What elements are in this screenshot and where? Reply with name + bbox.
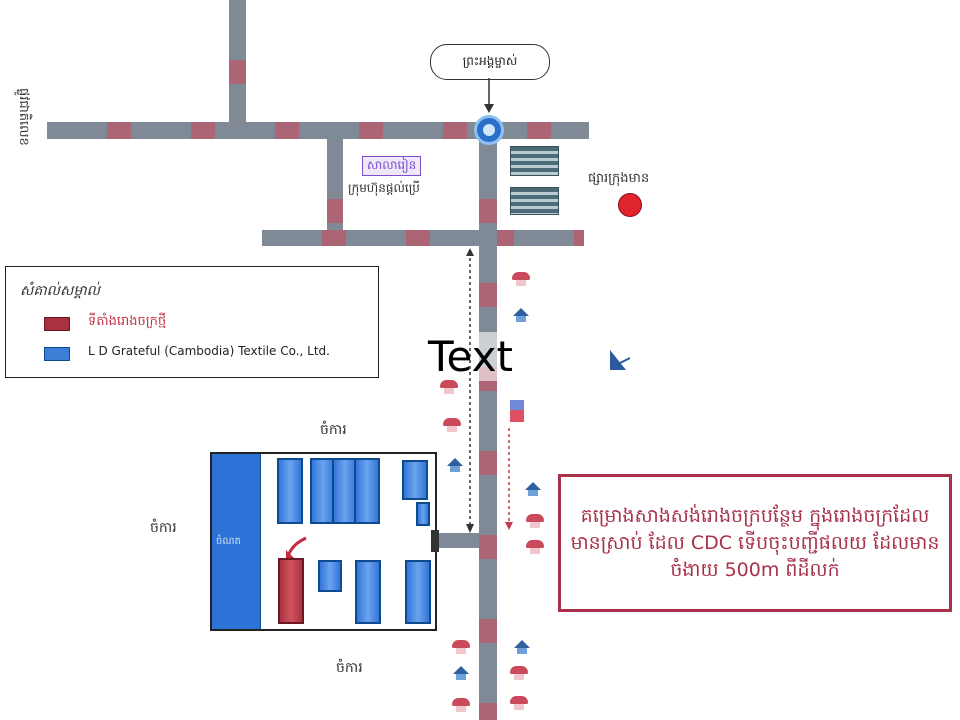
legend-item-existing-factory: L D Grateful (Cambodia) Textile Co., Ltd… — [88, 344, 330, 358]
new-factory-arrow-icon — [286, 536, 307, 558]
market-building — [510, 187, 559, 215]
factory-building — [277, 458, 303, 524]
parking-lot: ចំណត — [212, 454, 261, 629]
road-top-horizontal — [47, 122, 589, 139]
legend-swatch-new-factory — [44, 317, 70, 331]
road-main-vertical — [479, 139, 497, 720]
new-factory-building — [278, 558, 304, 624]
house-icon — [440, 380, 458, 394]
field-left-label: ចំការ — [150, 520, 177, 536]
legend-title: សំគាល់សម្គាល់ — [20, 283, 100, 299]
house-icon — [526, 514, 544, 528]
factory-building — [354, 458, 380, 524]
boat-icon — [610, 350, 630, 370]
field-bottom-label: ចំការ — [336, 660, 363, 676]
road-second-horizontal — [262, 230, 584, 246]
location-callout: ព្រះអង្គម្ចាស់ — [430, 44, 550, 80]
landmark-sublabel: ក្រុមហ៊ុនផ្តល់ប្រើ — [348, 181, 420, 195]
field-top-label: ចំការ — [320, 422, 347, 438]
poi-marker-icon — [618, 193, 642, 217]
legend-item-new-factory: ទីតាំងរោងចក្រថ្មី — [88, 314, 167, 329]
landmark-label: សាលារៀន — [362, 156, 422, 176]
parking-label: ចំណត — [216, 536, 241, 547]
house-icon — [526, 540, 544, 554]
poi-label: ផ្សារក្រុងមាន — [588, 171, 650, 186]
road-left-label: ផ្លូវជាតិលេខ — [16, 88, 31, 146]
distance-indicator — [466, 248, 474, 533]
road-north-west — [229, 0, 246, 124]
house-icon — [512, 308, 530, 322]
market-building — [510, 146, 559, 176]
flag-marker-icon — [510, 400, 524, 422]
factory-building — [405, 560, 431, 624]
legend-swatch-existing-factory — [44, 347, 70, 361]
road-mid-left-vertical — [327, 139, 343, 232]
legend: សំគាល់សម្គាល់ ទីតាំងរោងចក្រថ្មី L D Grat… — [5, 266, 379, 378]
house-icon — [510, 666, 528, 680]
house-icon — [452, 666, 470, 680]
house-icon — [446, 458, 464, 472]
info-box: គម្រោងសាងសង់រោងចក្របន្ថែម ក្នុងរោងចក្រដែ… — [558, 474, 952, 612]
house-icon — [512, 272, 530, 286]
factory-building — [416, 502, 430, 526]
house-icon — [524, 482, 542, 496]
info-box-text: គម្រោងសាងសង់រោងចក្របន្ថែម ក្នុងរោងចក្រដែ… — [570, 504, 940, 581]
house-icon — [513, 640, 531, 654]
house-icon — [452, 698, 470, 712]
factory-building — [318, 560, 342, 592]
factory-building — [355, 560, 381, 624]
house-icon — [510, 696, 528, 710]
factory-building — [402, 460, 428, 500]
roundabout-icon — [474, 115, 504, 145]
gate-icon — [431, 530, 439, 552]
red-dotted-path — [505, 428, 513, 530]
house-icon — [443, 418, 461, 432]
house-icon — [452, 640, 470, 654]
callout-label: ព្រះអង្គម្ចាស់ — [462, 54, 518, 68]
callout-arrow-icon — [484, 78, 494, 113]
